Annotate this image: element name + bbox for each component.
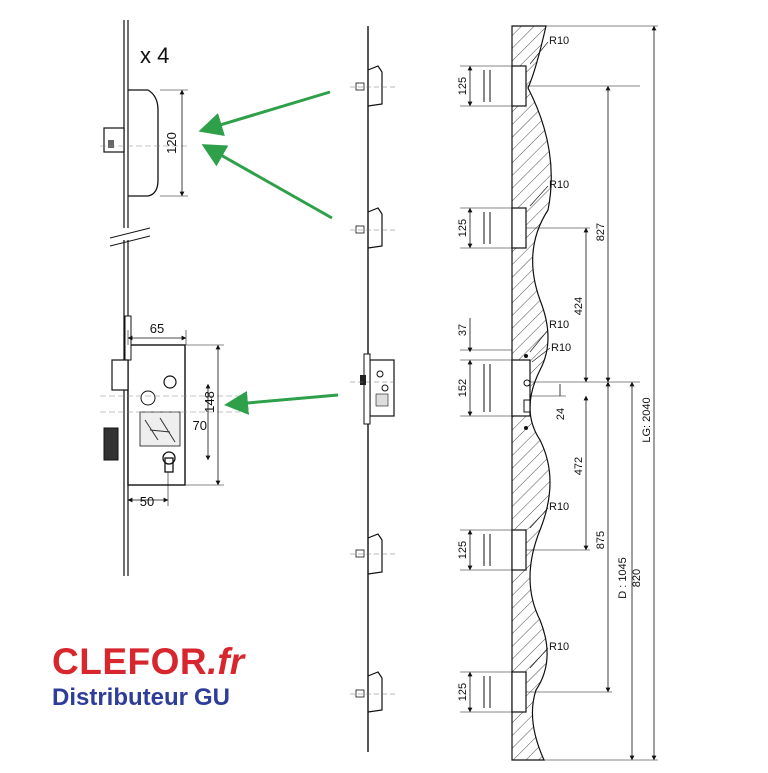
brand-subtitle-text: Distributeur	[52, 684, 189, 711]
arrow-icon	[201, 144, 333, 220]
lock-case-detail: 65 148 70 50	[100, 240, 240, 576]
dist-24-dim: 24	[555, 408, 567, 420]
slot-3: 125 R10	[457, 501, 590, 571]
door-section: 125 R10 125 R10	[457, 25, 658, 761]
dist-472-dim: 472	[573, 457, 585, 475]
dist-820-dim: 820	[631, 569, 643, 587]
dist-424-dim: 424	[573, 297, 585, 315]
hook-1	[350, 65, 396, 107]
hook-4	[350, 671, 396, 713]
backset-dim: 50	[140, 494, 154, 509]
brand-subtitle-gu: GU	[194, 684, 231, 711]
center-lock	[350, 353, 396, 425]
slot-height-dim: 125	[457, 219, 469, 237]
dist-1045-dim: D : 1045	[617, 557, 629, 599]
radius-label: R10	[549, 35, 569, 47]
brand-logo: CLEFOR.fr	[52, 643, 244, 680]
slot-height-dim: 125	[457, 541, 469, 559]
quantity-label: x 4	[140, 43, 169, 68]
hook-2	[350, 207, 396, 249]
radius-label: R10	[549, 179, 569, 191]
radius-label: R10	[549, 501, 569, 513]
total-length-dim: LG: 2040	[641, 397, 653, 442]
hook-3	[350, 533, 396, 575]
brand-tld: .fr	[207, 641, 245, 682]
slot-height-dim: 125	[457, 683, 469, 701]
slot-center: 152 37 R10 R10 24	[457, 318, 640, 430]
radius-label: R10	[551, 342, 571, 354]
dist-827-dim: 827	[595, 223, 607, 241]
case-backset-dim: 65	[150, 321, 164, 336]
arrow-icon	[198, 90, 331, 137]
slot-1: 125 R10	[457, 35, 640, 107]
lock-profile	[350, 26, 396, 752]
slot-height-dim: 125	[457, 77, 469, 95]
hook-detail: 120	[100, 20, 190, 247]
cylinder-axis-dim: 70	[193, 418, 207, 433]
callout-arrows	[198, 90, 339, 415]
slot-2: 125 R10	[457, 179, 590, 249]
slot-4: 125 R10	[457, 641, 612, 713]
brand-name: CLEFOR	[52, 641, 208, 682]
case-height-dim: 148	[202, 391, 217, 413]
radius-label: R10	[549, 319, 569, 331]
hook-height-dim: 120	[164, 132, 179, 154]
arrow-icon	[224, 390, 339, 415]
slot-height-dim: 152	[457, 379, 469, 397]
dist-875-dim: 875	[595, 531, 607, 549]
radius-label: R10	[549, 641, 569, 653]
offset-dim: 37	[457, 324, 469, 336]
